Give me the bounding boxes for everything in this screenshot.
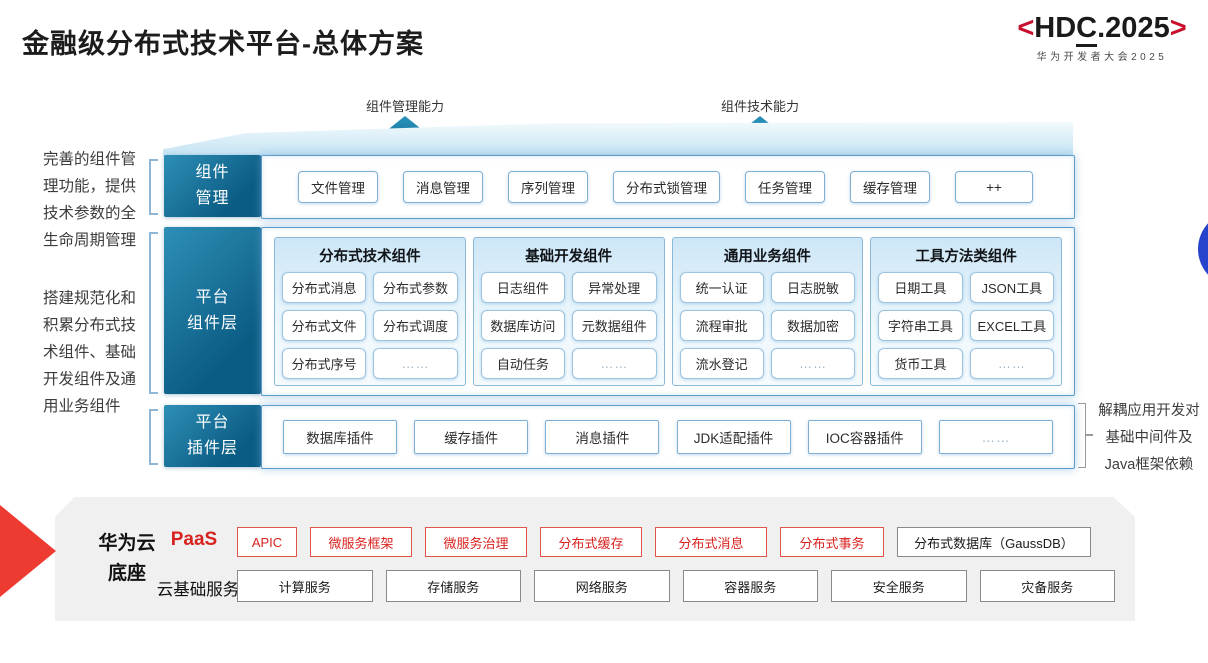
component-chip-ellipsis: …… xyxy=(969,348,1054,379)
hdc-2025-logo: <HDC.2025> 华为开发者大会2025 xyxy=(1002,12,1202,63)
management-chip: 序列管理 xyxy=(508,171,588,203)
component-chip: 分布式消息 xyxy=(282,272,367,303)
management-items-row: 文件管理 消息管理 序列管理 分布式锁管理 任务管理 缓存管理 ++ xyxy=(262,156,1074,218)
management-chip: 任务管理 xyxy=(745,171,825,203)
component-chip-ellipsis: …… xyxy=(770,348,856,379)
cloud-chip: 存储服务 xyxy=(385,570,521,602)
logo-c-underlined: C xyxy=(1076,12,1098,47)
management-chip: 消息管理 xyxy=(403,171,483,203)
column-common-business: 通用业务组件 统一认证 日志脱敏 流程审批 数据加密 流水登记 …… xyxy=(671,237,864,387)
band-components: 分布式技术组件 分布式消息 分布式参数 分布式文件 分布式调度 分布式序号 ……… xyxy=(261,227,1075,396)
management-chip: 分布式锁管理 xyxy=(613,171,720,203)
paas-chip: 微服务框架 xyxy=(310,527,412,557)
logo-year: .2025 xyxy=(1097,12,1170,44)
logo-close-bracket: > xyxy=(1169,12,1187,44)
component-chip: 数据库访问 xyxy=(480,310,566,341)
band-management: 文件管理 消息管理 序列管理 分布式锁管理 任务管理 缓存管理 ++ xyxy=(261,155,1075,219)
component-chip: 分布式参数 xyxy=(373,272,458,303)
left-bracket xyxy=(149,232,158,394)
cloud-chip: 灾备服务 xyxy=(979,570,1115,602)
management-capability-label: 组件管理能力 xyxy=(365,99,444,114)
component-chip: EXCEL工具 xyxy=(969,310,1054,341)
component-chip-ellipsis: …… xyxy=(572,348,657,379)
plugin-chip: JDK适配插件 xyxy=(676,420,791,454)
component-chip: 自动任务 xyxy=(480,348,566,379)
red-arrow-icon xyxy=(0,505,56,597)
column-distributed-tech: 分布式技术组件 分布式消息 分布式参数 分布式文件 分布式调度 分布式序号 …… xyxy=(274,237,466,386)
component-chip: 日志脱敏 xyxy=(770,272,856,303)
component-chip: 日期工具 xyxy=(878,272,963,303)
cloud-items-row: 计算服务 存储服务 网络服务 容器服务 安全服务 灾备服务 xyxy=(237,570,1115,602)
paas-chip-gaussdb: 分布式数据库（GaussDB） xyxy=(897,527,1091,557)
column-grid: 统一认证 日志脱敏 流程审批 数据加密 流水登记 …… xyxy=(673,272,863,387)
column-basic-dev: 基础开发组件 日志组件 异常处理 数据库访问 元数据组件 自动任务 …… xyxy=(472,237,665,387)
paas-chip: 分布式消息 xyxy=(655,527,767,557)
component-chip: 数据加密 xyxy=(770,310,856,341)
column-utility-tools: 工具方法类组件 日期工具 JSON工具 字符串工具 EXCEL工具 货币工具 …… xyxy=(870,237,1062,386)
hdc-logo-text: <HDC.2025> xyxy=(1002,12,1202,47)
huawei-cloud-foundation-panel: 华为云 底座 PaaS APIC 微服务框架 微服务治理 分布式缓存 分布式消息… xyxy=(55,497,1135,621)
column-grid: 日期工具 JSON工具 字符串工具 EXCEL工具 货币工具 …… xyxy=(871,272,1061,387)
paas-chip: APIC xyxy=(237,527,297,557)
foundation-label: 华为云 底座 xyxy=(98,533,156,584)
plugin-items-row: 数据库插件 缓存插件 消息插件 JDK适配插件 IOC容器插件 …… xyxy=(262,406,1074,468)
component-chip: JSON工具 xyxy=(969,272,1054,303)
component-chip: 流程审批 xyxy=(679,310,764,341)
column-title: 分布式技术组件 xyxy=(319,249,421,265)
left-bracket xyxy=(149,409,158,465)
component-chip: 统一认证 xyxy=(679,272,764,303)
technical-capability-label: 组件技术能力 xyxy=(720,99,799,114)
column-grid: 分布式消息 分布式参数 分布式文件 分布式调度 分布式序号 …… xyxy=(275,272,465,387)
cloud-chip: 网络服务 xyxy=(534,570,670,602)
column-grid: 日志组件 异常处理 数据库访问 元数据组件 自动任务 …… xyxy=(474,272,664,387)
management-chip-more: ++ xyxy=(955,171,1033,203)
management-chip: 文件管理 xyxy=(298,171,378,203)
cloud-chip: 计算服务 xyxy=(237,570,373,602)
paas-chip: 分布式缓存 xyxy=(540,527,642,557)
component-chip: 日志组件 xyxy=(480,272,566,303)
paas-items-row: APIC 微服务框架 微服务治理 分布式缓存 分布式消息 分布式事务 分布式数据… xyxy=(237,527,1091,557)
logo-subtitle: 华为开发者大会2025 xyxy=(1036,52,1168,63)
logo-hd: HD xyxy=(1034,12,1077,44)
cloud-chip: 容器服务 xyxy=(682,570,818,602)
plugin-chip: IOC容器插件 xyxy=(807,420,922,454)
column-title: 通用业务组件 xyxy=(723,249,811,265)
band-label-management: 组件 管理 xyxy=(164,155,261,217)
band-label-plugins: 平台 插件层 xyxy=(164,405,261,467)
management-chip: 缓存管理 xyxy=(850,171,930,203)
component-chip: 分布式序号 xyxy=(282,348,367,379)
note-components: 搭建规范化和 积累分布式技 术组件、基础 开发组件及通 用业务组件 xyxy=(43,290,137,415)
page-title: 金融级分布式技术平台-总体方案 xyxy=(22,29,424,59)
component-chip: 分布式文件 xyxy=(282,310,367,341)
right-brace-tick xyxy=(1085,434,1093,436)
plugin-chip: 消息插件 xyxy=(545,420,660,454)
note-management: 完善的组件管 理功能，提供 技术参数的全 生命周期管理 xyxy=(43,151,137,249)
component-chip: 字符串工具 xyxy=(878,310,963,341)
component-chip: 流水登记 xyxy=(679,348,764,379)
component-chip-ellipsis: …… xyxy=(373,348,458,379)
column-title: 基础开发组件 xyxy=(525,249,613,265)
component-chip: 异常处理 xyxy=(572,272,657,303)
component-columns: 分布式技术组件 分布式消息 分布式参数 分布式文件 分布式调度 分布式序号 ……… xyxy=(262,228,1074,395)
plugin-chip-ellipsis: …… xyxy=(938,420,1053,454)
paas-chip: 微服务治理 xyxy=(425,527,527,557)
paas-label: PaaS xyxy=(170,529,218,550)
cloud-chip: 安全服务 xyxy=(831,570,967,602)
plugin-chip: 数据库插件 xyxy=(283,420,397,454)
diagram-top-face xyxy=(163,122,1073,157)
band-label-components: 平台 组件层 xyxy=(164,227,261,394)
component-chip: 分布式调度 xyxy=(373,310,458,341)
logo-open-bracket: < xyxy=(1017,12,1035,44)
note-decoupling: 解耦应用开发对 基础中间件及 Java框架依赖 xyxy=(1098,403,1200,473)
component-chip: 货币工具 xyxy=(878,348,963,379)
left-bracket xyxy=(149,159,158,215)
plugin-chip: 缓存插件 xyxy=(414,420,529,454)
band-plugins: 数据库插件 缓存插件 消息插件 JDK适配插件 IOC容器插件 …… xyxy=(261,405,1075,469)
cloud-services-label: 云基础服务 xyxy=(156,581,240,599)
blue-circle-decoration xyxy=(1198,211,1208,287)
component-chip: 元数据组件 xyxy=(572,310,657,341)
column-title: 工具方法类组件 xyxy=(915,249,1017,265)
paas-chip: 分布式事务 xyxy=(780,527,884,557)
